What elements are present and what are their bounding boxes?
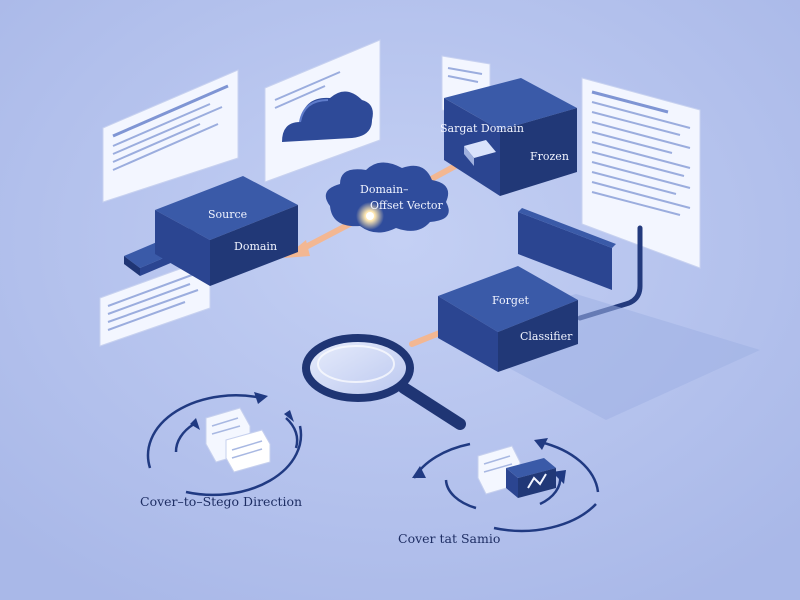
cycle-left: Cover–to–Stego Direction — [140, 392, 303, 509]
frozen-label: Frozen — [530, 150, 569, 163]
domain-label: Domain — [234, 240, 277, 253]
classifier-label: Classifier — [520, 330, 573, 343]
document-panel-bottom-left — [99, 257, 211, 347]
cover-sample-caption: Cover tat Samio — [398, 531, 500, 546]
source-label: Source — [208, 208, 247, 221]
side-panel-block — [518, 208, 616, 290]
target-domain-cube: Sargat Domain Frozen — [440, 78, 577, 196]
offset-label-line1: Domain– — [360, 183, 409, 196]
document-panel-cloud — [264, 39, 381, 183]
document-panel-right — [581, 77, 701, 269]
stego-chip-icon — [506, 458, 556, 498]
classifier-cube: Forget Classifier — [438, 266, 578, 372]
cover-to-stego-caption: Cover–to–Stego Direction — [140, 494, 302, 509]
classifier-top-label: Forget — [492, 294, 529, 307]
offset-label-line2: Offset Vector — [370, 199, 444, 212]
offset-vector-cloud: Domain– Offset Vector — [325, 162, 449, 233]
document-panel-top-left — [102, 69, 239, 203]
cloud-icon — [282, 91, 373, 142]
cycle-right: Cover tat Samio — [398, 438, 600, 546]
magnifier-icon — [302, 334, 466, 430]
target-port — [464, 140, 496, 158]
connector-cable — [577, 225, 643, 321]
source-domain-cube: Source Domain — [124, 176, 298, 286]
target-domain-label: Sargat Domain — [440, 122, 524, 135]
document-stack-icon — [205, 407, 271, 473]
